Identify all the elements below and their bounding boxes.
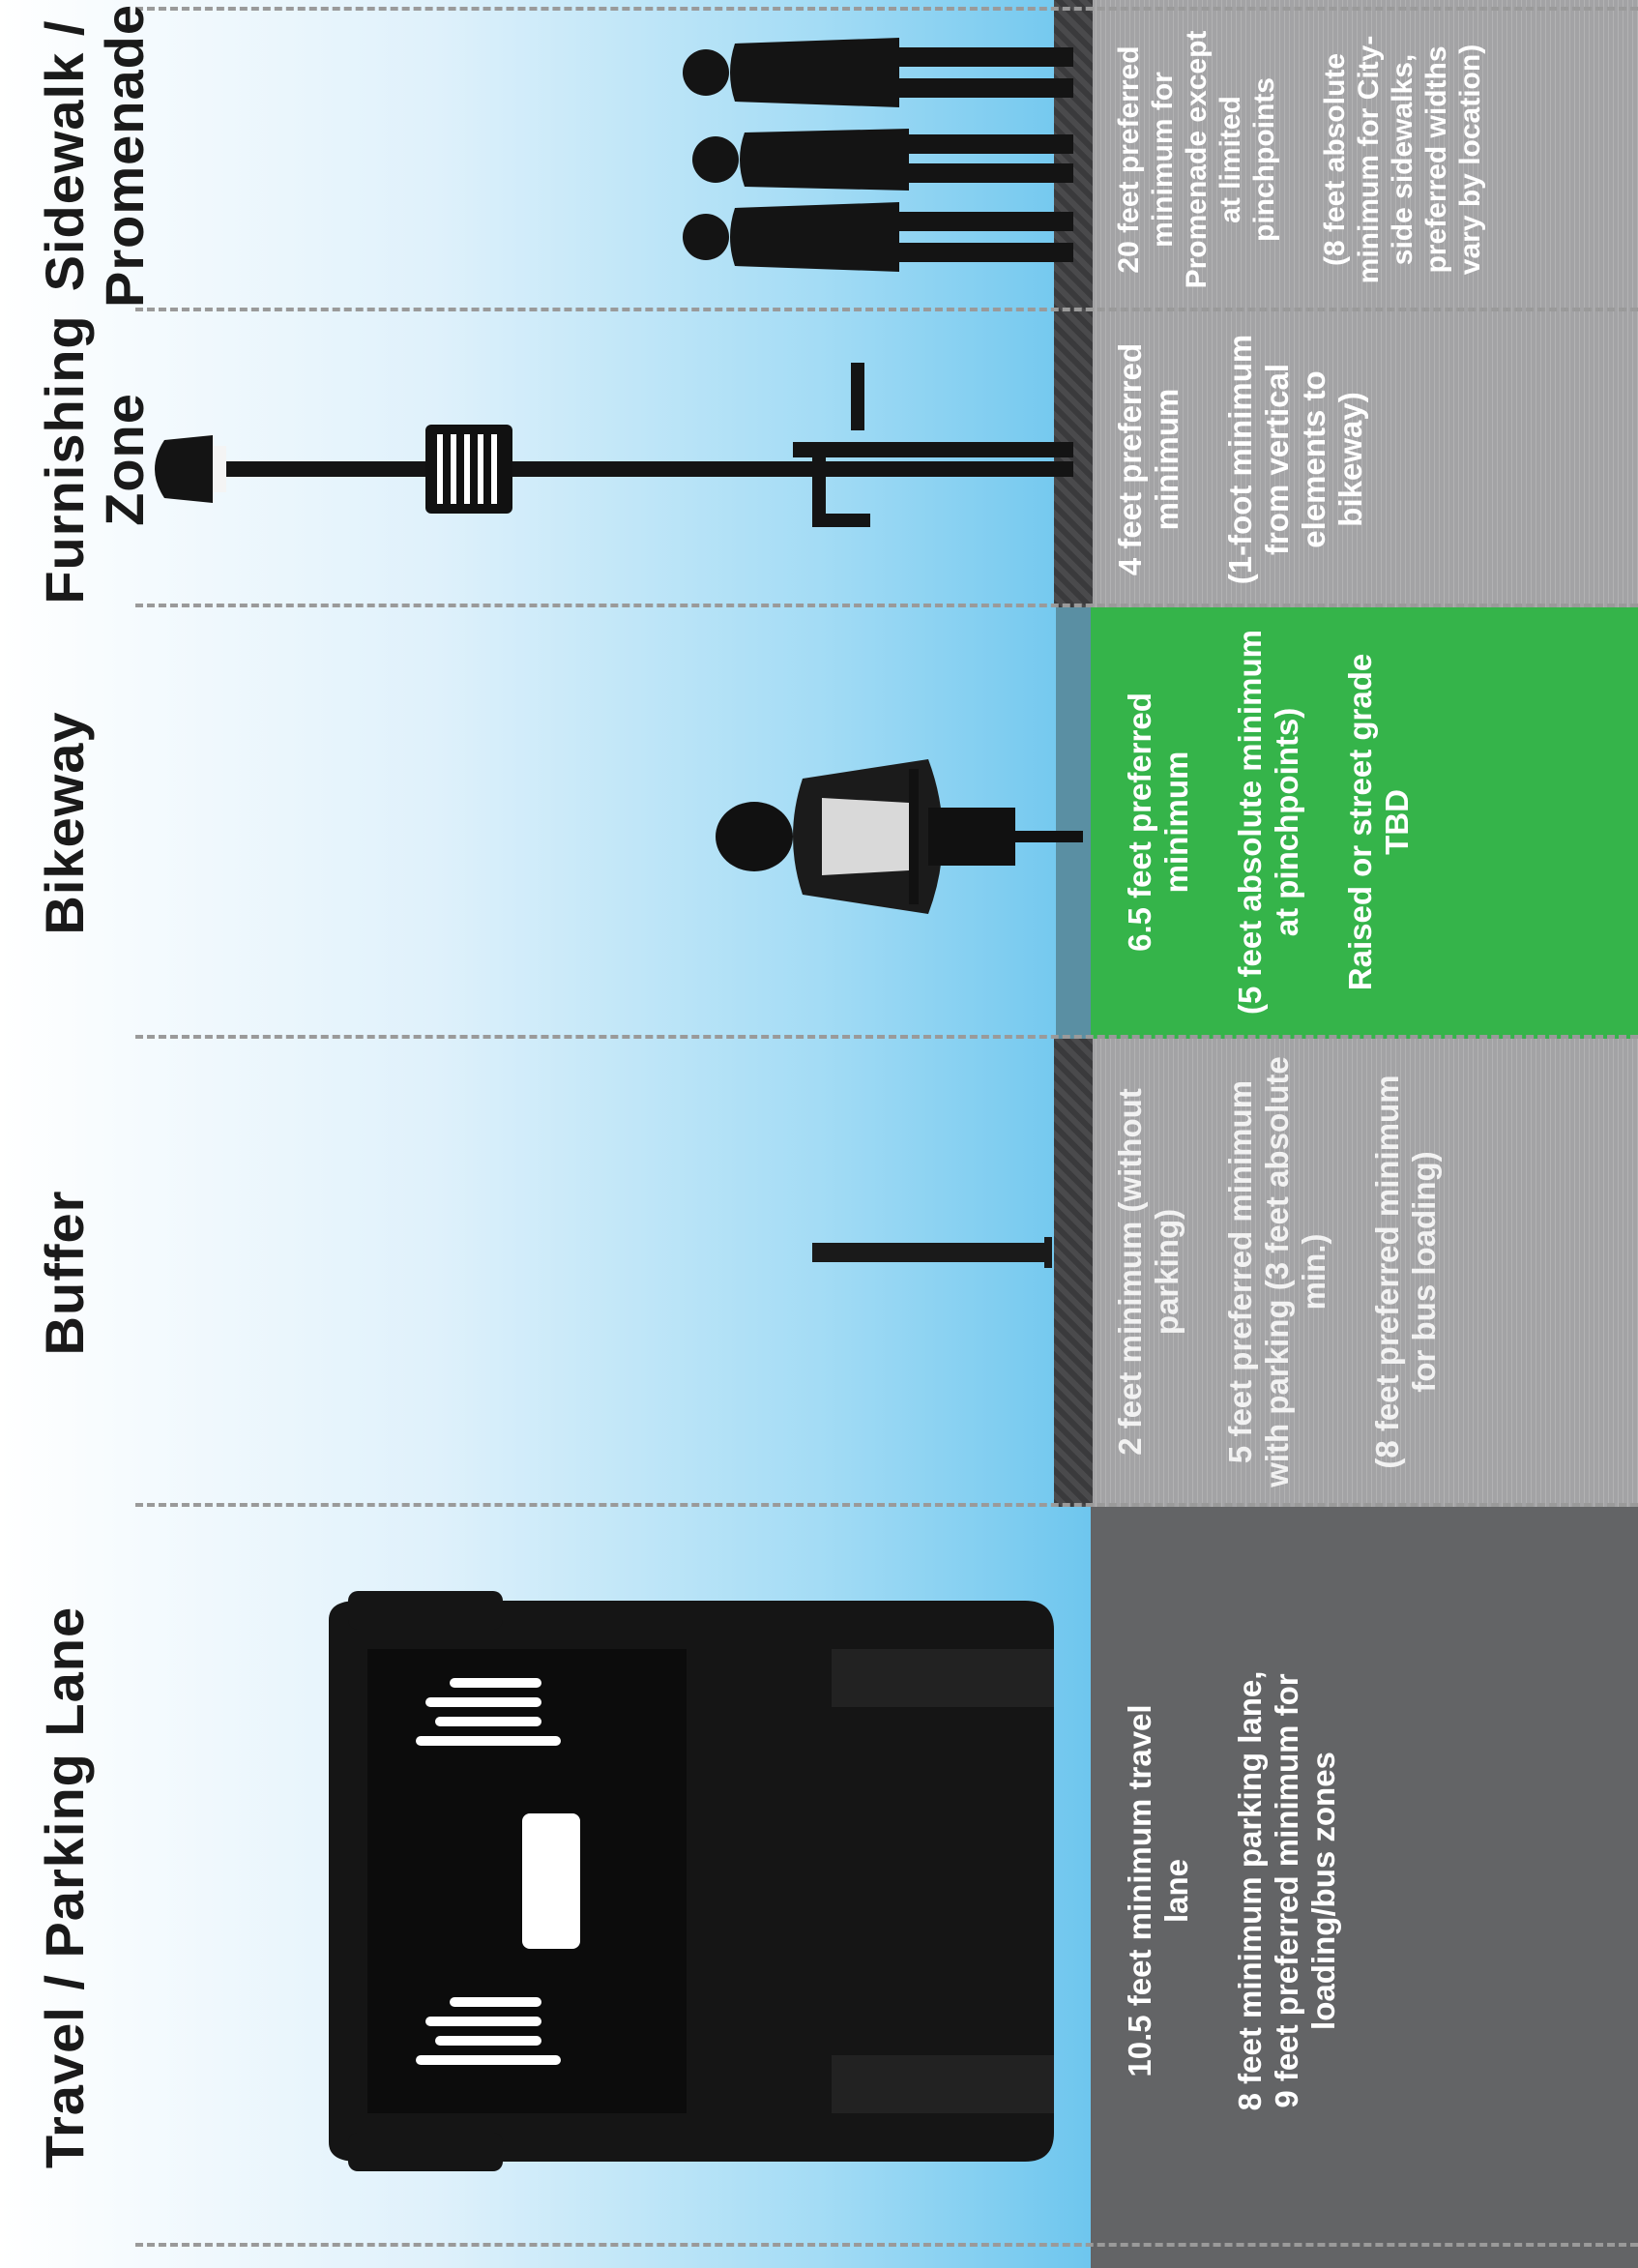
buffer-info: 2 feet minimum (without parking) 5 feet … <box>1112 1049 1479 1494</box>
separator-line <box>135 308 1638 311</box>
furnishing-info: 4 feet preferred minimum (1-foot minimum… <box>1112 322 1406 597</box>
zone-title-buffer: Buffer <box>34 1190 95 1356</box>
buffer-info-line: 5 feet preferred minimum with parking (3… <box>1222 1056 1331 1487</box>
separator-line <box>135 1503 1638 1507</box>
bikeway-info-line: 6.5 feet preferred minimum <box>1122 692 1194 952</box>
travel-info-line: 10.5 feet minimum travel lane <box>1122 1704 1194 2077</box>
bike-rack-icon <box>793 363 1073 527</box>
zone-title-sidewalk: Sidewalk / Promenade <box>34 4 155 308</box>
separator-line <box>135 1035 1638 1039</box>
travel-info: 10.5 feet minimum travel lane 8 feet min… <box>1112 1668 1379 2113</box>
buffer-curb <box>1054 1039 1093 1507</box>
sidewalk-info-line: (8 feet absolute minimum for City-side s… <box>1319 35 1486 284</box>
pedestrians-icon <box>683 38 1073 272</box>
separator-line <box>135 604 1638 607</box>
bikeway-info-line: Raised or street grade TBD <box>1342 653 1415 991</box>
bikeway-info: 6.5 feet preferred minimum (5 feet absol… <box>1112 624 1452 1020</box>
furnishing-info-line: 4 feet preferred minimum <box>1112 342 1185 576</box>
sidewalk-info: 20 feet preferred minimum for Promenade … <box>1112 15 1524 305</box>
cyclist-icon <box>716 759 1083 914</box>
bus-icon <box>329 1591 1054 2171</box>
travel-info-line: 8 feet minimum parking lane, 9 feet pref… <box>1232 1670 1341 2111</box>
buffer-info-line: (8 feet preferred minimum for bus loadin… <box>1369 1075 1442 1469</box>
furnishing-info-line: (1-foot minimum from vertical elements t… <box>1222 334 1368 585</box>
separator-line <box>135 2243 1638 2247</box>
zone-title-bikeway: Bikeway <box>34 711 95 935</box>
bikeway-info-line: (5 feet absolute minimum at pinchpoints) <box>1232 630 1304 1015</box>
buffer-info-line: 2 feet minimum (without parking) <box>1112 1088 1185 1456</box>
bollard-icon <box>812 1237 1052 1268</box>
zone-title-furnishing: Furnishing Zone <box>34 314 155 604</box>
zone-title-travel: Travel / Parking Lane <box>34 1605 95 2169</box>
sidewalk-info-line: 20 feet preferred minimum for Promenade … <box>1113 30 1280 289</box>
streetlamp-icon <box>155 425 1073 514</box>
